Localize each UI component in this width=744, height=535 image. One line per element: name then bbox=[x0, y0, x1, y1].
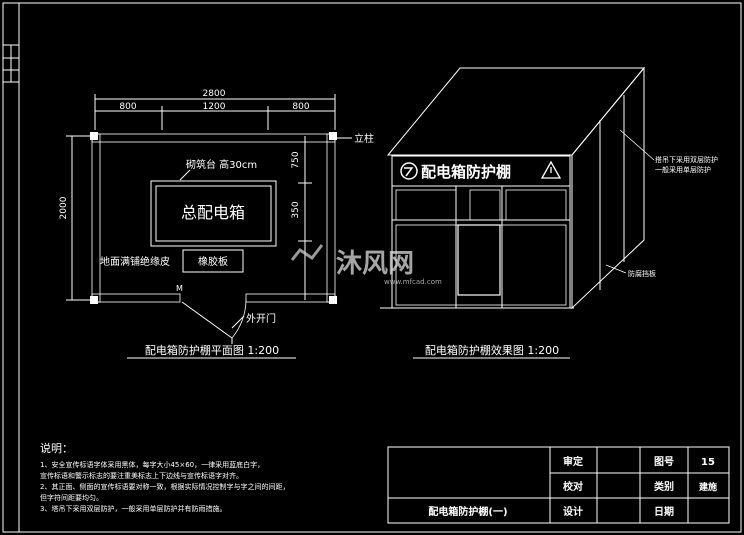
notes-block: 说明： 1、安全宣传标语字体采用黑体，每字大小45×60，一律采用蓝底白字， 宣… bbox=[40, 441, 289, 513]
column-bl bbox=[90, 296, 98, 304]
column-label: 立柱 bbox=[354, 132, 374, 145]
plan-right-dimension: 750 350 bbox=[291, 136, 312, 300]
column-br bbox=[329, 296, 337, 304]
plan-left-dimension: 2000 bbox=[59, 135, 92, 301]
notes-line-2: 宣传标语和警示标志的要注重美标志上下边线与宣传标语字对齐。 bbox=[40, 471, 243, 480]
effect-caption: 配电箱防护棚效果图 1:200 bbox=[425, 343, 559, 357]
watermark-url: www.mfcad.com bbox=[384, 278, 442, 286]
notes-line-4: 但字符间距要均匀。 bbox=[40, 493, 103, 502]
dim-mid: 1200 bbox=[203, 102, 226, 112]
tb-category: 建施 bbox=[699, 481, 717, 493]
plan-caption: 配电箱防护棚平面图 1:200 bbox=[145, 343, 279, 357]
plan-platform: 砌筑台 高30cm 总配电箱 橡胶板 地面满铺绝缘皮 bbox=[100, 158, 277, 273]
tb-design: 设计 bbox=[563, 505, 583, 518]
floor-label: 地面满铺绝缘皮 bbox=[100, 255, 170, 268]
title-block: 审定 校对 设计 图号 15 类别 建施 日期 配电箱防护棚(一) bbox=[387, 446, 730, 524]
plan-top-dimensions: 2800 800 1200 800 bbox=[94, 89, 336, 130]
notes-line-5: 3、塔吊下采用双层防护，一般采用单层防护并有防雨措施。 bbox=[40, 504, 226, 513]
tb-drawing-no: 15 bbox=[701, 457, 715, 468]
watermark: 沐风网 www.mfcad.com bbox=[290, 244, 442, 286]
rubber-label: 橡胶板 bbox=[198, 255, 228, 268]
tb-drawing-no-label: 图号 bbox=[654, 456, 674, 468]
tb-review: 审定 bbox=[563, 455, 583, 468]
column-tl bbox=[90, 132, 98, 140]
dim-left: 800 bbox=[119, 102, 136, 112]
dim-overall: 2800 bbox=[203, 89, 226, 99]
plan-door: M 外开门 bbox=[176, 284, 276, 344]
tb-drawing-name: 配电箱防护棚(一) bbox=[428, 505, 507, 518]
column-tr bbox=[329, 132, 337, 140]
effect-side-mesh bbox=[571, 66, 645, 310]
dim-height: 2000 bbox=[59, 196, 69, 219]
effect-front-mesh bbox=[395, 224, 567, 306]
tb-check: 校对 bbox=[563, 480, 583, 493]
dim-right: 800 bbox=[292, 102, 309, 112]
note-side: 防腐挡板 bbox=[628, 269, 656, 278]
note-roof-1: 搭吊下采用双层防护 bbox=[655, 155, 718, 164]
tb-date-label: 日期 bbox=[654, 505, 674, 518]
effect-door bbox=[457, 224, 501, 296]
logo-icon bbox=[400, 162, 418, 180]
box-label: 总配电箱 bbox=[181, 203, 245, 222]
watermark-logo-icon bbox=[290, 244, 324, 261]
notes-line-3: 2、其正面、侧面的宣传标语要对称一致，根据实际情况控制字与字之间的间距， bbox=[40, 482, 289, 491]
plan-view: 2800 800 1200 800 2000 750 350 bbox=[59, 89, 374, 359]
tb-category-label: 类别 bbox=[654, 480, 674, 493]
notes-line-1: 1、安全宣传标语字体采用黑体，每字大小45×60，一律采用蓝底白字， bbox=[40, 460, 264, 469]
effect-view: 配电箱防护棚 搭吊下采用双层防护 一般采用单层防护 防腐挡板 配电箱防护棚效果图… bbox=[380, 66, 718, 359]
dim-v2: 350 bbox=[291, 201, 301, 218]
door-mark: M bbox=[176, 284, 183, 293]
door-label: 外开门 bbox=[246, 312, 276, 325]
notes-title: 说明： bbox=[40, 441, 73, 455]
plan-walls: 立柱 bbox=[90, 132, 374, 304]
note-roof-2: 一般采用单层防护 bbox=[655, 165, 711, 174]
dim-v1: 750 bbox=[291, 151, 301, 168]
watermark-text: 沐风网 bbox=[336, 249, 414, 279]
effect-roof bbox=[386, 67, 646, 156]
platform-label: 砌筑台 高30cm bbox=[186, 158, 257, 171]
warning-icon bbox=[540, 160, 562, 179]
effect-sign-text: 配电箱防护棚 bbox=[421, 163, 511, 181]
